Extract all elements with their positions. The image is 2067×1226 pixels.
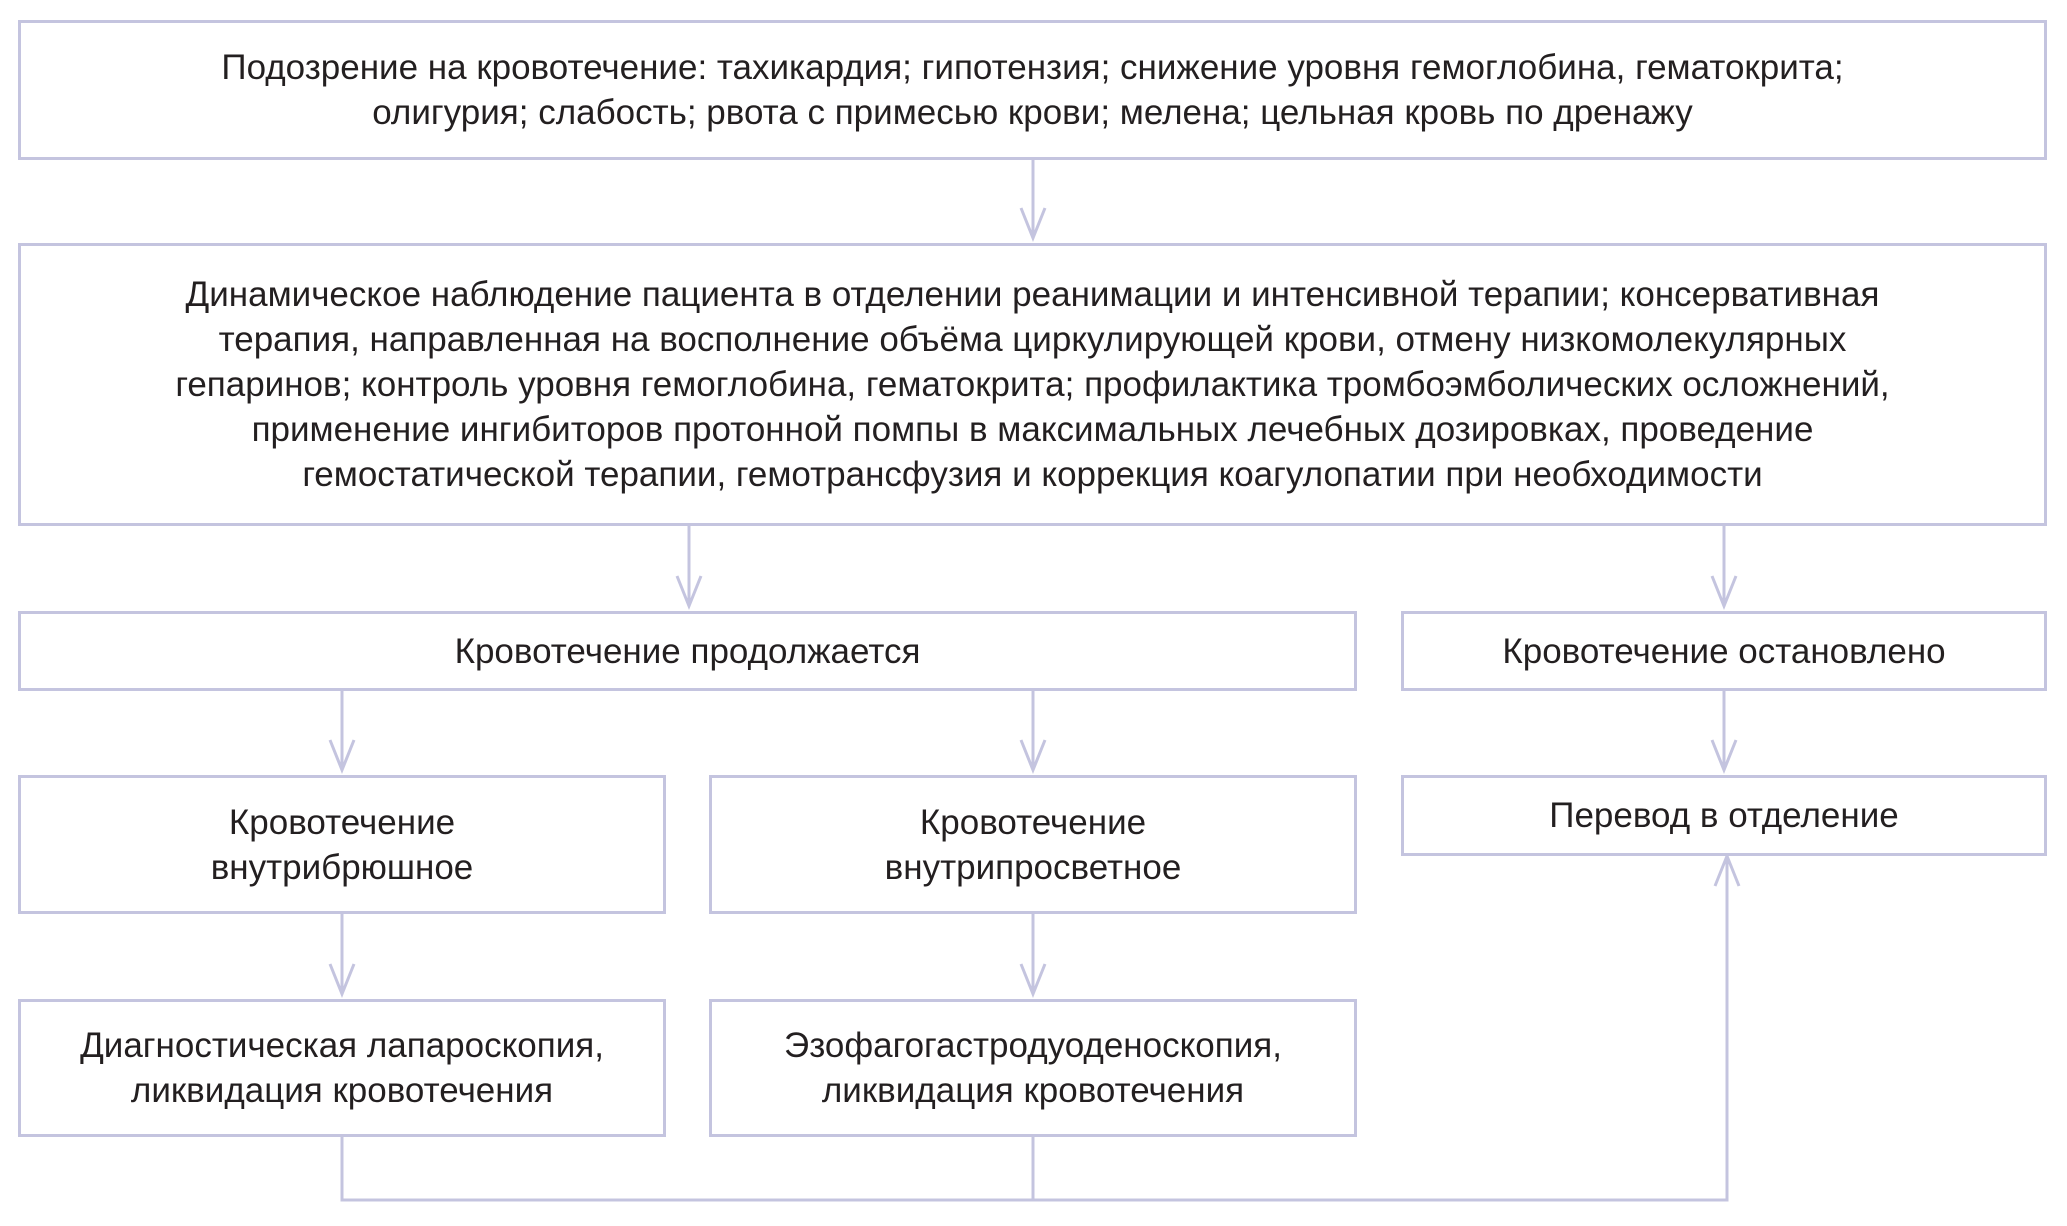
bleeding-continues-box: Кровотечение продолжается (18, 611, 1357, 691)
monitoring-box: Динамическое наблюдение пациента в отдел… (18, 243, 2047, 526)
monitoring-text: Динамическое наблюдение пациента в отдел… (175, 275, 1890, 494)
suspicion-box: Подозрение на кровотечение: тахикардия; … (18, 20, 2047, 160)
laparoscopy-box: Диагностическая лапароскопия, ликвидация… (18, 999, 666, 1137)
arrowhead-up (1713, 851, 1741, 887)
arrowhead (328, 963, 356, 999)
transfer-text: Перевод в отделение (1549, 796, 1899, 835)
bleeding-stopped-box: Кровотечение остановлено (1401, 611, 2047, 691)
intraluminal-text: Кровотечение внутрипросветное (884, 802, 1182, 887)
egds-box: Эзофагогастродуоденоскопия, ликвидация к… (709, 999, 1357, 1137)
intra-abdominal-text: Кровотечение внутрибрюшное (210, 802, 474, 887)
laparoscopy-text: Диагностическая лапароскопия, ликвидация… (80, 1026, 604, 1110)
intraluminal-box: Кровотечение внутрипросветное (709, 775, 1357, 914)
suspicion-text: Подозрение на кровотечение: тахикардия; … (221, 48, 1844, 132)
arrowhead (1019, 963, 1047, 999)
intra-abdominal-box: Кровотечение внутрибрюшное (18, 775, 666, 914)
bleeding-continues-text: Кровотечение продолжается (454, 631, 921, 671)
arrowhead (328, 739, 356, 775)
bleeding-stopped-text: Кровотечение остановлено (1502, 631, 1946, 671)
transfer-box: Перевод в отделение (1401, 775, 2047, 856)
arrowhead (1710, 739, 1738, 775)
arrowhead (1710, 575, 1738, 611)
arrowhead (1019, 207, 1047, 243)
arrowhead (1019, 739, 1047, 775)
egds-text: Эзофагогастродуоденоскопия, ликвидация к… (784, 1026, 1282, 1110)
arrowhead (675, 575, 703, 611)
